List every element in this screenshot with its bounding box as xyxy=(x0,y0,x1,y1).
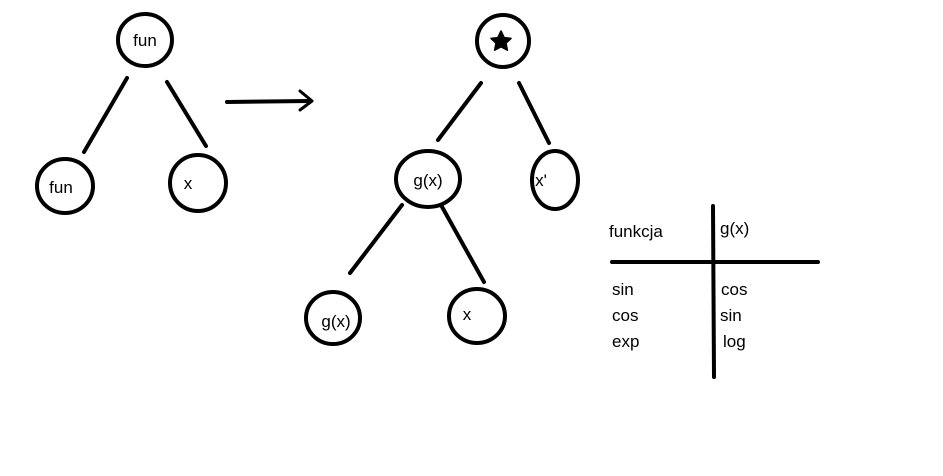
node-left-fun xyxy=(35,157,95,215)
right-tree: g(x) x' g(x) x xyxy=(304,13,580,346)
arrow-head-icon xyxy=(298,89,314,112)
table-cell-r1c1: sin xyxy=(720,306,742,325)
node-leaf-gx xyxy=(304,290,362,346)
edge-root-right xyxy=(165,80,208,148)
table-cell-r2c0: exp xyxy=(612,332,639,351)
node-leaf-x xyxy=(447,287,507,345)
node-gx-label: g(x) xyxy=(413,171,442,190)
node-left-fun-label: fun xyxy=(49,178,73,197)
edge-gx-x xyxy=(439,203,486,284)
node-gx xyxy=(394,149,462,209)
edge-star-xprime xyxy=(517,81,551,145)
table-cell-r2c1: log xyxy=(723,332,746,351)
transform-arrow xyxy=(225,89,314,112)
node-root-fun-label: fun xyxy=(133,31,157,50)
node-right-x-label: x xyxy=(184,174,193,193)
arrow-shaft xyxy=(225,99,312,104)
table-cell-r1c0: cos xyxy=(612,306,638,325)
table-header-funkcja: funkcja xyxy=(609,222,663,241)
node-leaf-gx-label: g(x) xyxy=(321,312,350,331)
node-xprime xyxy=(530,149,580,211)
edge-gx-gx xyxy=(348,203,404,275)
edge-star-gx xyxy=(436,81,483,142)
node-xprime-label: x' xyxy=(535,171,547,190)
table-vertical-divider xyxy=(711,204,716,379)
left-tree: fun fun x xyxy=(35,12,228,215)
mapping-table: funkcja g(x) sin cos cos sin exp log xyxy=(609,204,820,379)
table-cell-r0c0: sin xyxy=(612,280,634,299)
node-leaf-x-label: x xyxy=(463,305,472,324)
node-root-fun xyxy=(116,12,174,68)
table-header-gx: g(x) xyxy=(720,219,749,238)
node-right-x xyxy=(168,153,228,213)
table-cell-r0c1: cos xyxy=(721,280,747,299)
edge-root-left xyxy=(82,76,129,154)
star-icon xyxy=(490,30,512,51)
